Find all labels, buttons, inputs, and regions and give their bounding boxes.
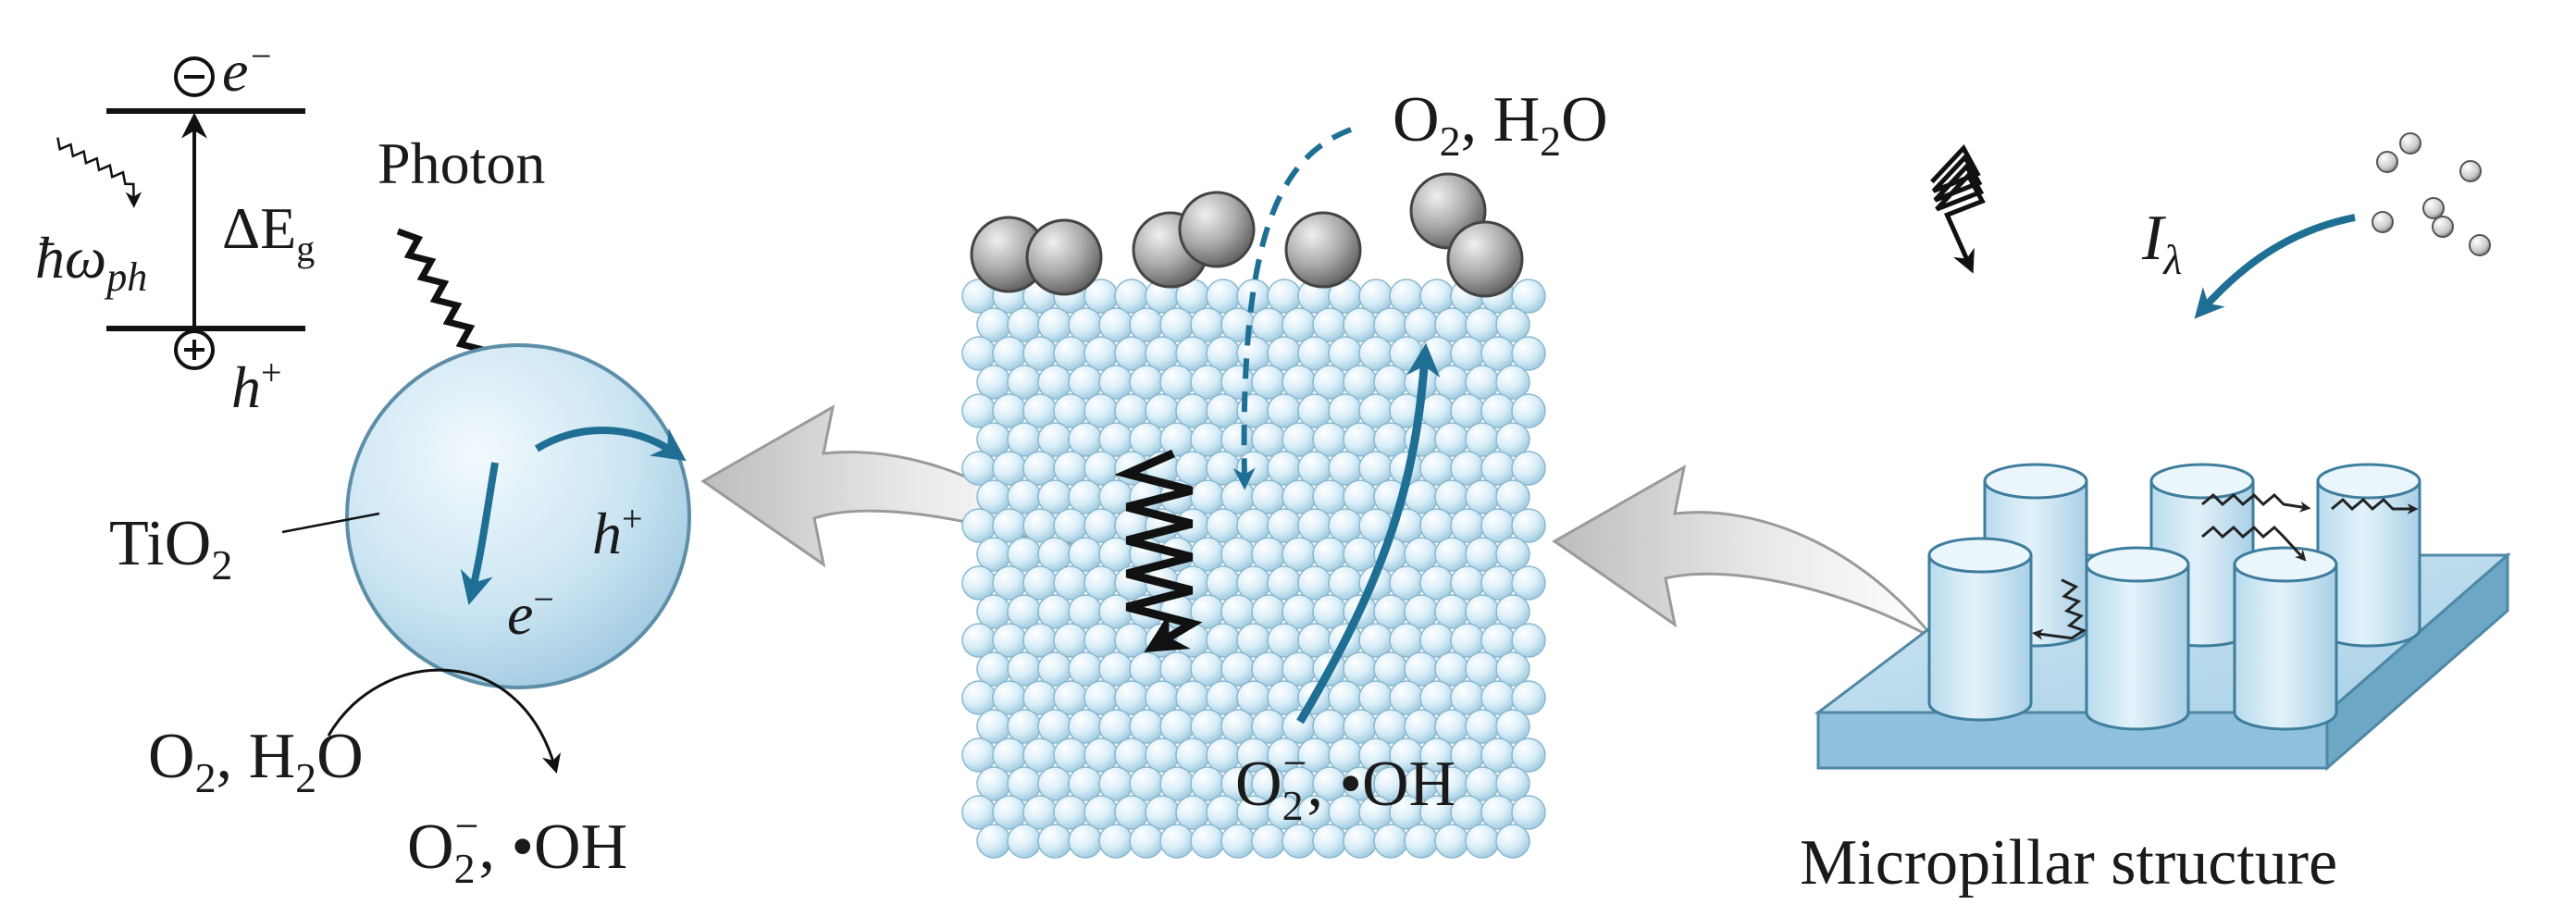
film-bead — [1511, 737, 1546, 773]
particle-reactants-label: O2, H2O — [148, 721, 364, 801]
film-bead — [1465, 824, 1500, 859]
film-bead — [1511, 623, 1546, 658]
film-bead — [1495, 766, 1530, 801]
film-bead — [1282, 824, 1317, 859]
electron-path-arrow — [460, 462, 499, 605]
film-bead — [1404, 824, 1439, 859]
micropillar — [2085, 546, 2190, 731]
particle-products-label: O2−, •OH — [407, 802, 627, 892]
intensity-label: Iλ — [2141, 203, 2182, 283]
micropillar — [2316, 463, 2421, 648]
film-bead — [1495, 709, 1530, 744]
photon-squiggle-small-icon — [56, 137, 142, 208]
gas-molecules — [2372, 132, 2491, 256]
film-beads — [961, 279, 1546, 859]
tio2-particle-panel: Photon h+ e− TiO2 O2, H2O O2−, •OH — [109, 130, 691, 892]
particle-hole-label: h+ — [592, 498, 643, 566]
film-bead — [1434, 824, 1469, 859]
photon-label: Photon — [378, 130, 545, 196]
band-diagram: e− h+ ΔEg ħωph — [35, 35, 315, 420]
hole-path-arrow — [534, 427, 687, 462]
incident-light-wave-icon — [1930, 143, 1986, 274]
film-bead — [1511, 508, 1546, 543]
film-bead — [1495, 594, 1530, 629]
film-bead — [1511, 565, 1546, 601]
film-bead — [1159, 824, 1195, 859]
film-bead — [1190, 824, 1225, 859]
photon-energy-label: ħωph — [35, 225, 147, 300]
film-bead — [1495, 365, 1530, 400]
tio2-leader-line — [281, 512, 380, 534]
micropillar-caption: Micropillar structure — [1800, 827, 2337, 898]
electron-minus-icon — [174, 56, 215, 97]
adsorbed-molecule — [1284, 211, 1362, 289]
gas-inflow-arrow — [2194, 214, 2356, 319]
film-products-label: O2−, •OH — [1235, 739, 1455, 829]
reaction-curve-arrow — [327, 668, 562, 774]
film-bead — [1037, 824, 1072, 859]
film-bead — [1511, 680, 1546, 715]
adsorbed-molecule — [1178, 191, 1256, 268]
film-bead — [1495, 824, 1530, 859]
film-bead — [1007, 824, 1042, 859]
film-bead — [1220, 824, 1256, 859]
film-bead — [1068, 824, 1103, 859]
film-bead — [1511, 795, 1546, 830]
film-bead — [1495, 479, 1530, 514]
film-bead — [1511, 393, 1546, 428]
film-photon-wave-icon — [1114, 449, 1203, 652]
film-bead — [1312, 824, 1347, 859]
tio2-label: TiO2 — [109, 508, 232, 589]
hole-plus-icon — [174, 329, 215, 370]
film-bead — [1495, 307, 1530, 342]
zoom-arrow-pillars-to-film — [1552, 465, 1936, 640]
film-bead — [976, 824, 1011, 859]
product-diffusion-arrow — [1296, 342, 1441, 725]
micropillar — [2233, 546, 2338, 731]
film-bead — [1098, 824, 1133, 859]
micropillars — [1927, 463, 2421, 731]
film-bead — [1251, 824, 1286, 859]
film-bead — [1129, 824, 1164, 859]
particle-electron-label: e− — [507, 578, 554, 647]
film-bead — [1495, 651, 1530, 687]
adsorbed-molecules — [970, 172, 1524, 298]
band-electron-label: e− — [222, 35, 273, 104]
adsorbed-molecule — [1025, 218, 1103, 296]
micropillar — [1927, 537, 2033, 722]
film-bead — [1511, 336, 1546, 371]
film-bead — [1511, 451, 1546, 486]
film-bead — [1495, 422, 1530, 457]
film-bead — [1511, 279, 1546, 314]
film-bead — [1495, 537, 1530, 572]
scattered-light-icons — [2031, 492, 2419, 640]
film-reactants-label: O2, H2O — [1393, 84, 1608, 165]
micropillar-panel: Iλ Micropillar structure — [1800, 132, 2512, 898]
band-gap-label: ΔEg — [222, 195, 315, 269]
film-bead — [1373, 824, 1408, 859]
porous-film-panel: O2, H2O O2−, •OH — [961, 84, 1608, 859]
band-hole-label: h+ — [231, 352, 282, 420]
adsorbed-molecule — [1446, 220, 1524, 298]
film-bead — [1343, 824, 1378, 859]
